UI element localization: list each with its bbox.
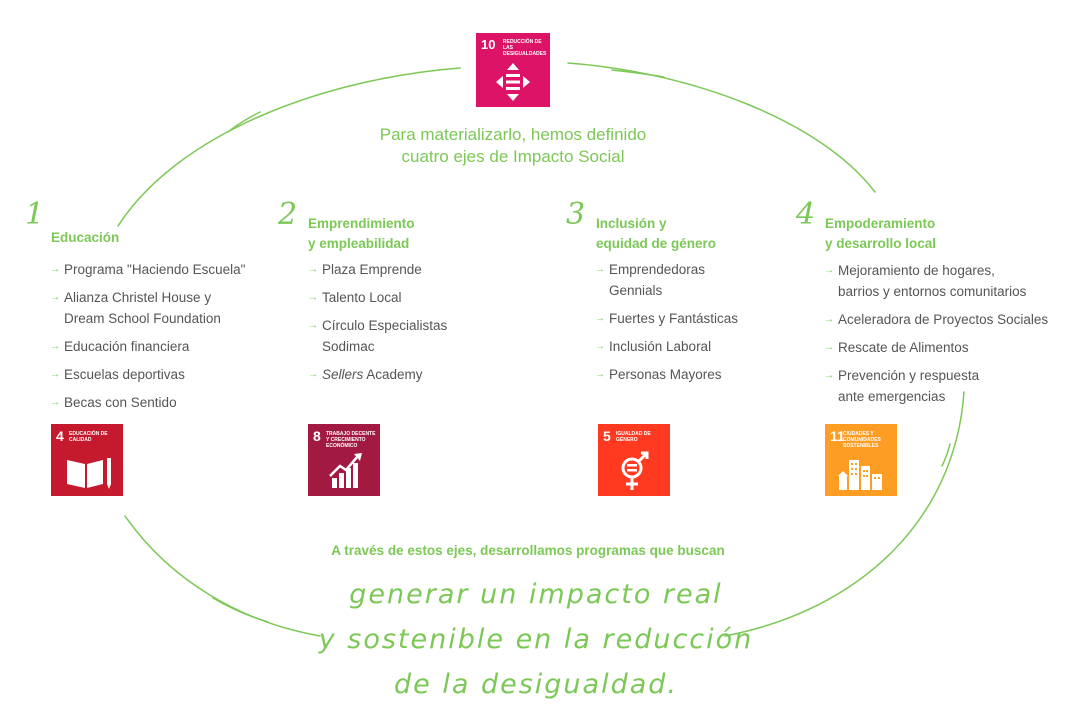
sdg-8-badge: 8 TRABAJO DECENTE Y CRECIMIENTO ECONÓMIC… bbox=[308, 424, 380, 496]
item-text: Alianza Christel House y bbox=[64, 290, 212, 305]
gender-equality-icon bbox=[621, 451, 649, 490]
headline-line-2: cuatro ejes de Impacto Social bbox=[401, 147, 625, 166]
item-text: Emprendedoras bbox=[609, 262, 706, 277]
city-buildings-icon bbox=[838, 460, 882, 490]
item-text: Escuelas deportivas bbox=[64, 367, 185, 382]
closing-line-2: y sostenible en la reducción bbox=[318, 624, 754, 655]
list-item: Personas Mayores bbox=[595, 364, 738, 385]
list-item: Sellers Academy bbox=[308, 364, 447, 385]
axis-title: Inclusión y equidad de género bbox=[596, 214, 716, 254]
axis-number: 2 bbox=[278, 197, 298, 232]
headline-line-1: Para materializarlo, hemos definido bbox=[379, 125, 647, 144]
sdg-label: TRABAJO DECENTE Y CRECIMIENTO ECONÓMICO bbox=[326, 431, 376, 449]
axis-title-line-1: Empoderamiento bbox=[825, 216, 936, 231]
item-text: Círculo Especialistas bbox=[322, 318, 448, 333]
item-text: Educación financiera bbox=[64, 339, 190, 354]
axis-title-line-2: y empleabilidad bbox=[308, 236, 410, 251]
list-item: Alianza Christel House y Dream School Fou… bbox=[50, 287, 245, 329]
axis-title: Emprendimiento y empleabilidad bbox=[308, 214, 415, 254]
item-text: Talento Local bbox=[322, 290, 402, 305]
list-item: Educación financiera bbox=[50, 336, 245, 357]
item-text-cont: barrios y entornos comunitarios bbox=[838, 284, 1027, 299]
item-text: Becas con Sentido bbox=[64, 395, 177, 410]
item-text-cont: Dream School Foundation bbox=[64, 311, 221, 326]
list-item: Fuertes y Fantásticas bbox=[595, 308, 738, 329]
list-item: Programa "Haciendo Escuela" bbox=[50, 259, 245, 280]
closing-line-1: generar un impacto real bbox=[349, 579, 723, 610]
axis-title: Educación bbox=[51, 228, 119, 248]
sdg-label: REDUCCIÓN DE LAS DESIGUALDADES bbox=[503, 39, 547, 57]
sdg-label: EDUCACIÓN DE CALIDAD bbox=[69, 431, 108, 443]
axis-number: 1 bbox=[25, 197, 45, 232]
sdg-number: 4 bbox=[56, 428, 64, 444]
item-text-cont: Sodimac bbox=[322, 339, 375, 354]
sdg-number: 8 bbox=[313, 428, 321, 444]
list-item: Mejoramiento de hogares, barrios y entorn… bbox=[824, 260, 1048, 302]
item-text-italic: Sellers bbox=[322, 367, 364, 382]
list-item: Prevención y respuesta ante emergencias bbox=[824, 365, 1048, 407]
axis-number: 3 bbox=[566, 197, 586, 232]
list-item: Aceleradora de Proyectos Sociales bbox=[824, 309, 1048, 330]
item-text-cont: ante emergencias bbox=[838, 389, 946, 404]
sdg-4-badge: 4 EDUCACIÓN DE CALIDAD bbox=[51, 424, 123, 496]
axis-title: Empoderamiento y desarrollo local bbox=[825, 214, 936, 254]
axis-4-list: Mejoramiento de hogares, barrios y entorn… bbox=[824, 260, 1048, 414]
bottom-intro: A través de estos ejes, desarrollamos pr… bbox=[331, 543, 725, 558]
sdg-5-badge: 5 IGUALDAD DE GÉNERO bbox=[598, 424, 670, 496]
item-text: Academy bbox=[363, 367, 423, 382]
axis-1-list: Programa "Haciendo Escuela" Alianza Chri… bbox=[50, 259, 245, 420]
sdg-label: IGUALDAD DE GÉNERO bbox=[616, 431, 651, 443]
axis-title-line-2: y desarrollo local bbox=[825, 236, 937, 251]
sdg-11-badge: 11 CIUDADES Y COMUNIDADES SOSTENIBLES bbox=[825, 424, 897, 496]
axis-title-line-2: equidad de género bbox=[596, 236, 717, 251]
item-text: Prevención y respuesta bbox=[838, 368, 980, 383]
item-text: Inclusión Laboral bbox=[609, 339, 712, 354]
sdg-number: 11 bbox=[830, 428, 845, 444]
item-text: Personas Mayores bbox=[609, 367, 722, 382]
book-pencil-icon bbox=[67, 458, 111, 489]
axis-title-line-1: Inclusión y bbox=[596, 216, 667, 231]
axis-title-line-1: Emprendimiento bbox=[308, 216, 415, 231]
sdg-number: 5 bbox=[603, 428, 611, 444]
axis-2-list: Plaza Emprende Talento Local Círculo Esp… bbox=[308, 259, 447, 392]
item-text: Aceleradora de Proyectos Sociales bbox=[838, 312, 1049, 327]
axis-number: 4 bbox=[796, 197, 816, 232]
equality-arrows-icon bbox=[496, 63, 530, 101]
list-item: Talento Local bbox=[308, 287, 447, 308]
closing-statement: generar un impacto real y sostenible en … bbox=[260, 572, 812, 707]
item-text: Mejoramiento de hogares, bbox=[838, 263, 995, 278]
list-item: Becas con Sentido bbox=[50, 392, 245, 413]
item-text-cont: Gennials bbox=[609, 283, 663, 298]
growth-chart-icon bbox=[329, 453, 362, 488]
sdg-10-badge: 10 REDUCCIÓN DE LAS DESIGUALDADES bbox=[476, 33, 550, 107]
list-item: Plaza Emprende bbox=[308, 259, 447, 280]
list-item: Inclusión Laboral bbox=[595, 336, 738, 357]
item-text: Fuertes y Fantásticas bbox=[609, 311, 739, 326]
sdg-number: 10 bbox=[481, 37, 496, 52]
closing-line-3: de la desigualdad. bbox=[394, 669, 678, 700]
axis-title-line-1: Educación bbox=[51, 230, 120, 245]
list-item: Escuelas deportivas bbox=[50, 364, 245, 385]
sdg-label: CIUDADES Y COMUNIDADES SOSTENIBLES bbox=[843, 431, 881, 449]
list-item: Rescate de Alimentos bbox=[824, 337, 1048, 358]
item-text: Rescate de Alimentos bbox=[838, 340, 969, 355]
item-text: Programa "Haciendo Escuela" bbox=[64, 262, 246, 277]
item-text: Plaza Emprende bbox=[322, 262, 422, 277]
headline: Para materializarlo, hemos definido cuat… bbox=[300, 124, 726, 168]
